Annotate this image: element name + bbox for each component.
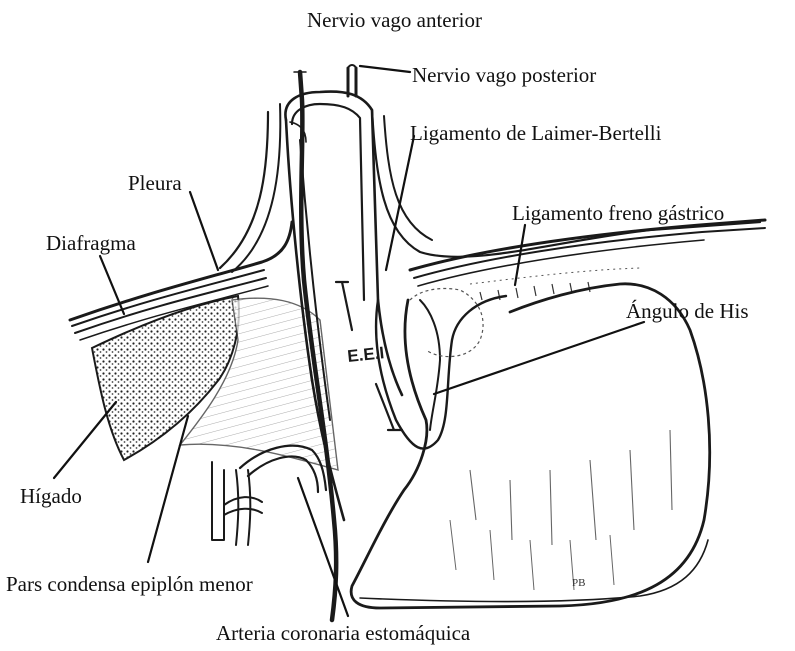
label-nervio-vago-anterior: Nervio vago anterior (307, 8, 482, 32)
label-arteria-coronaria: Arteria coronaria estomáquica (216, 621, 471, 645)
label-ligamento-freno-gastrico: Ligamento freno gástrico (512, 201, 724, 225)
label-diafragma: Diafragma (46, 231, 136, 255)
les-label: E.E.I (346, 343, 385, 366)
pleura (220, 104, 280, 272)
label-nervio-vago-posterior: Nervio vago posterior (412, 63, 596, 87)
label-angulo-de-his: Ángulo de His (626, 299, 749, 323)
label-pars-condensa: Pars condensa epiplón menor (6, 572, 253, 596)
label-higado: Hígado (20, 484, 82, 508)
stomach (351, 284, 710, 608)
label-ligamento-laimer-bertelli: Ligamento de Laimer-Bertelli (410, 121, 662, 145)
artist-signature: PB (572, 577, 585, 589)
label-pleura: Pleura (128, 171, 182, 195)
